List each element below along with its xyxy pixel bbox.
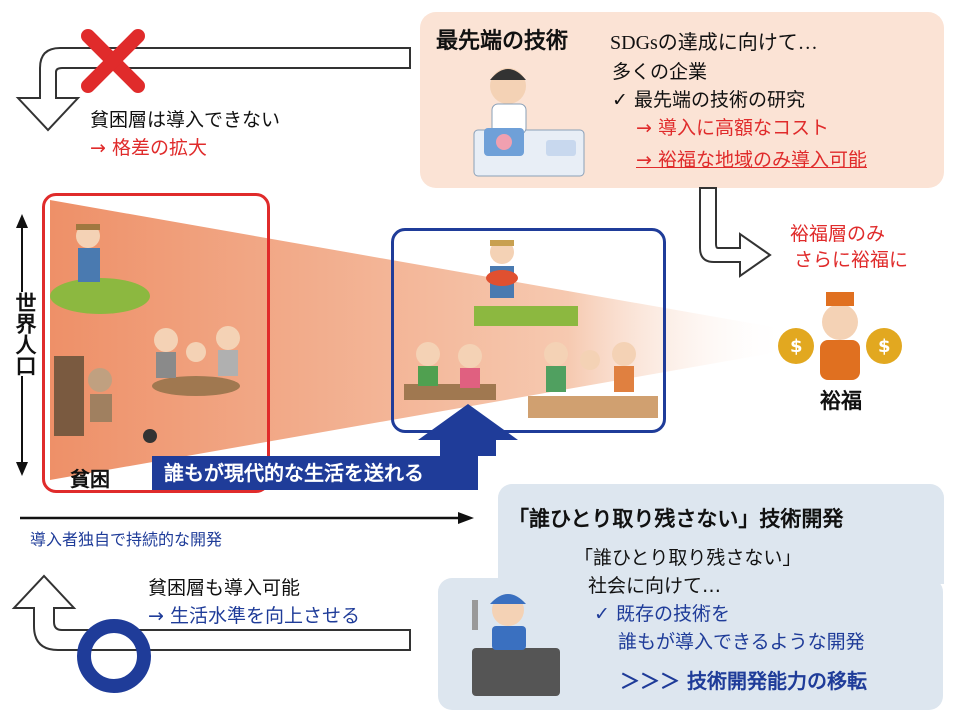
bottom-transfer: ＞＞＞ 技術開発能力の移転 [620,669,867,693]
rich-person-illustration: $ $ [778,292,902,380]
independent-development-text: 導入者独自で持続的な開発 [30,530,223,549]
population-cone [50,200,790,480]
poor-cannot-text: 貧困層は導入できない [90,109,281,131]
top-rich-only: → 裕福な地域のみ導入可能 [636,149,867,171]
modern-farmer-illustration [474,240,578,326]
poor-laborer-illustration [54,356,157,443]
top-title: 最先端の技術 [436,29,569,54]
bottom-quote: 「誰ひとり取り残さない」 [574,547,802,569]
left-down-arrow-icon [15,47,411,132]
down-arrow-icon [699,187,772,278]
poor-farmer-illustration [50,224,150,314]
circle-icon [77,619,151,693]
poverty-label: 貧困 [70,467,110,491]
rich-label: 裕福 [820,389,862,413]
svg-text:$: $ [790,336,803,357]
world-population-label: 世界人口 [7,292,37,376]
bottom-title: 「誰ひとり取り残さない」技術開発 [508,507,844,531]
modern-life-banner: 誰もが現代的な生活を送れる [152,456,478,490]
students-illustration [404,342,496,400]
top-check: ✓ 最先端の技術の研究 [612,89,805,111]
rich-richer-line1: 裕福層のみ [790,223,886,245]
gap-text: → 格差の拡大 [90,137,207,159]
bottom-check1: ✓ 既存の技術を [594,603,730,625]
top-line2: 多くの企業 [612,61,708,83]
top-cost: → 導入に高額なコスト [636,117,829,139]
cross-icon [81,29,145,93]
raise-living-text: → 生活水準を向上させる [148,605,360,627]
bottom-panel-header [498,484,944,584]
top-line1: SDGsの達成に向けて… [610,32,818,54]
svg-text:$: $ [878,336,891,357]
bottom-toward: 社会に向けて… [588,575,722,597]
rich-richer-line2: さらに裕福に [794,249,909,271]
scientist-illustration [473,68,585,177]
engineer-illustration [472,594,560,696]
modern-life-box [391,228,666,433]
modern-family-illustration [528,342,658,418]
bottom-check2: 誰もが導入できるような開発 [618,631,865,653]
poor-family-illustration [152,326,240,396]
poverty-box [42,193,270,493]
poor-can-text: 貧困層も導入可能 [148,577,301,599]
